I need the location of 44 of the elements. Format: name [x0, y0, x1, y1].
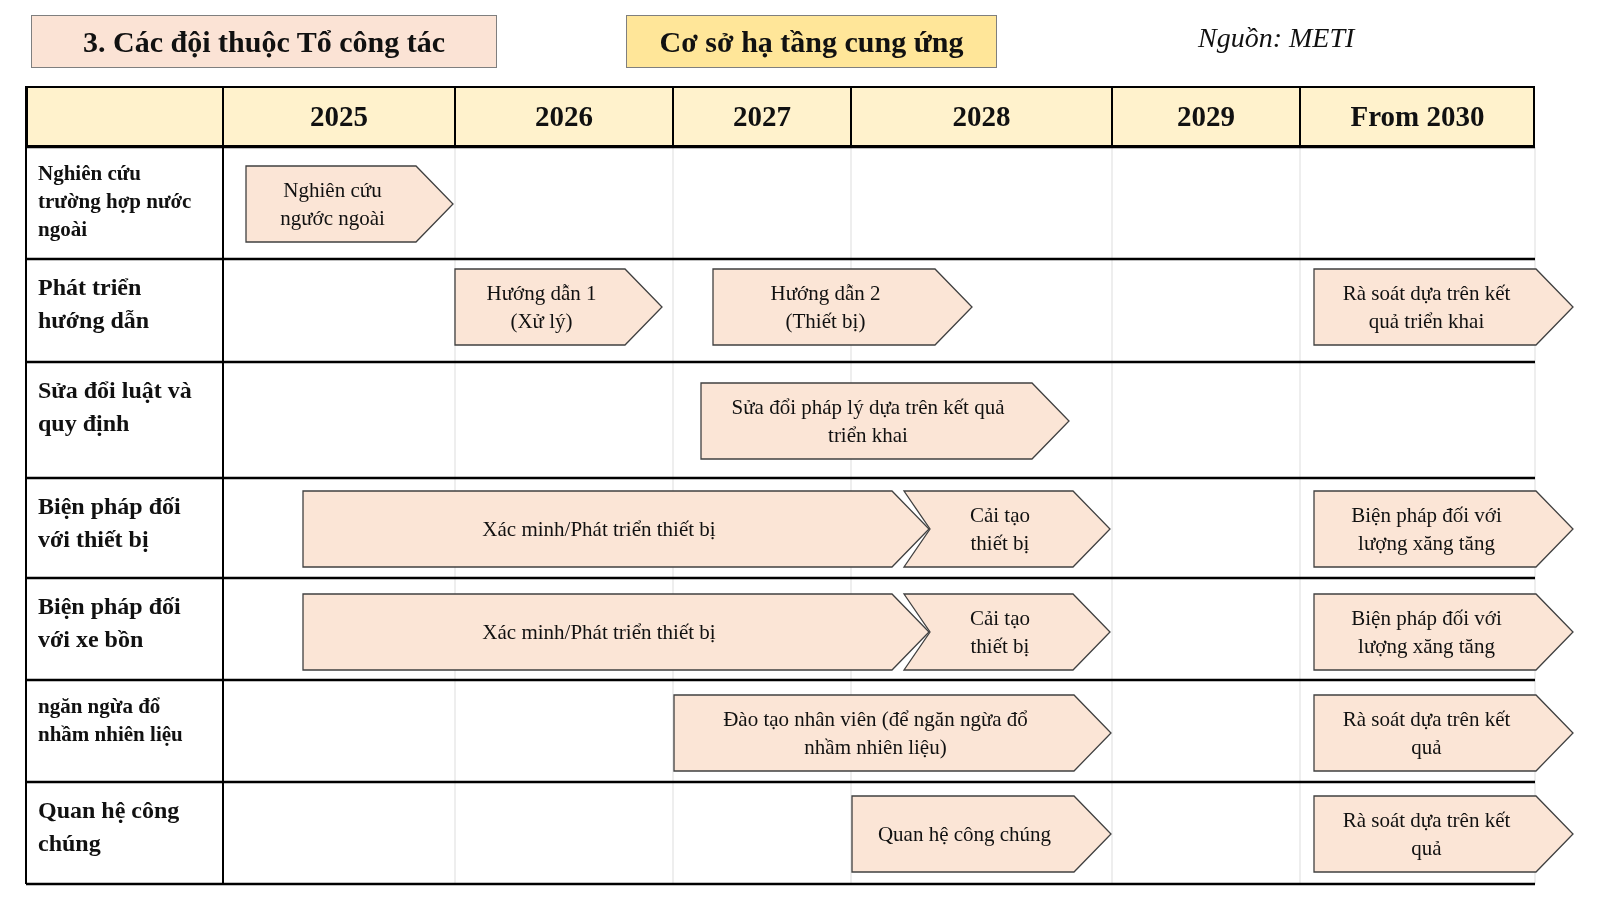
row-header: Sửa đổi luật và quy định	[37, 376, 193, 438]
bar-label: Xác minh/Phát triển thiết bị	[482, 516, 716, 543]
bar-label: Hướng dẫn 1 (Xử lý)	[485, 280, 598, 335]
bar-label: Biện pháp đối với lượng xăng tăng	[1350, 605, 1503, 660]
timeline-bar	[454, 268, 663, 346]
timeline-bar	[851, 795, 1112, 873]
timeline-bar	[1313, 490, 1574, 568]
row-header: Quan hệ công chúng	[37, 796, 181, 858]
timeline-bar	[673, 694, 1112, 772]
timeline-bar	[1313, 593, 1574, 671]
timeline-bar	[1313, 268, 1574, 346]
source-note: Nguồn: METI	[1198, 22, 1355, 54]
bar-label: Hướng dẫn 2 (Thiết bị)	[769, 280, 882, 335]
bar-label: Biện pháp đối với lượng xăng tăng	[1350, 502, 1503, 557]
timeline-bar	[712, 268, 973, 346]
year-header: 2026	[534, 99, 594, 134]
title-box: 3. Các đội thuộc Tổ công tác	[31, 15, 497, 68]
year-header: From 2030	[1349, 99, 1486, 134]
row-header: Phát triển hướng dẫn	[37, 273, 151, 335]
bar-label: Rà soát dựa trên kết quả triển khai	[1341, 280, 1512, 335]
bar-label: Xác minh/Phát triển thiết bị	[482, 619, 716, 646]
bar-label: Rà soát dựa trên kết quả	[1341, 706, 1512, 761]
bar-label: Quan hệ công chúng	[877, 821, 1052, 848]
timeline-bar	[903, 490, 1111, 568]
year-header: 2029	[1176, 99, 1236, 134]
year-header: 2027	[732, 99, 792, 134]
title-box: Cơ sở hạ tầng cung ứng	[626, 15, 997, 68]
year-header: 2028	[951, 99, 1012, 134]
bar-label: Cải tạo thiết bị	[968, 605, 1032, 660]
bar-label: Cải tạo thiết bị	[968, 502, 1032, 557]
timeline-bar	[700, 382, 1070, 460]
timeline-bar	[903, 593, 1111, 671]
row-header: Biện pháp đối với xe bồn	[37, 592, 182, 654]
timeline-bar	[1313, 795, 1574, 873]
bar-label: Nghiên cứu ngước ngoài	[279, 177, 386, 232]
bar-label: Sửa đổi pháp lý dựa trên kết quả triển khai	[730, 394, 1006, 449]
timeline-bar	[1313, 694, 1574, 772]
row-header: Nghiên cứu trường hợp nước ngoài	[37, 160, 193, 243]
bar-label: Đào tạo nhân viên (để ngăn ngừa đổ nhầm nhiên liệu)	[722, 706, 1029, 761]
row-header: ngăn ngừa đổ nhầm nhiên liệu	[37, 693, 184, 748]
row-header: Biện pháp đối với thiết bị	[37, 492, 182, 554]
bar-label: Rà soát dựa trên kết quả	[1341, 807, 1512, 862]
year-header: 2025	[309, 99, 369, 134]
timeline-bar	[245, 165, 454, 243]
